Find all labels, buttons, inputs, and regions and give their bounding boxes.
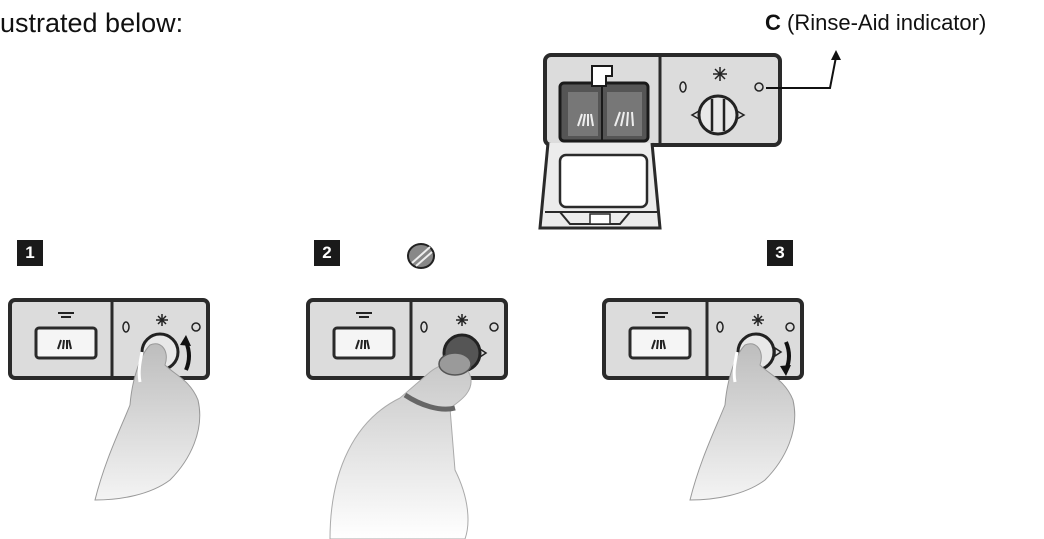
dispenser-panel-3 [604, 300, 802, 500]
bottle-icon [330, 364, 471, 539]
snowflake-icon [713, 67, 727, 81]
detergent-dispenser-icon [540, 50, 841, 228]
rinse-aid-cap-icon [408, 244, 434, 268]
dispenser-panel-2 [308, 300, 506, 539]
dispenser-panel-1 [10, 300, 208, 500]
